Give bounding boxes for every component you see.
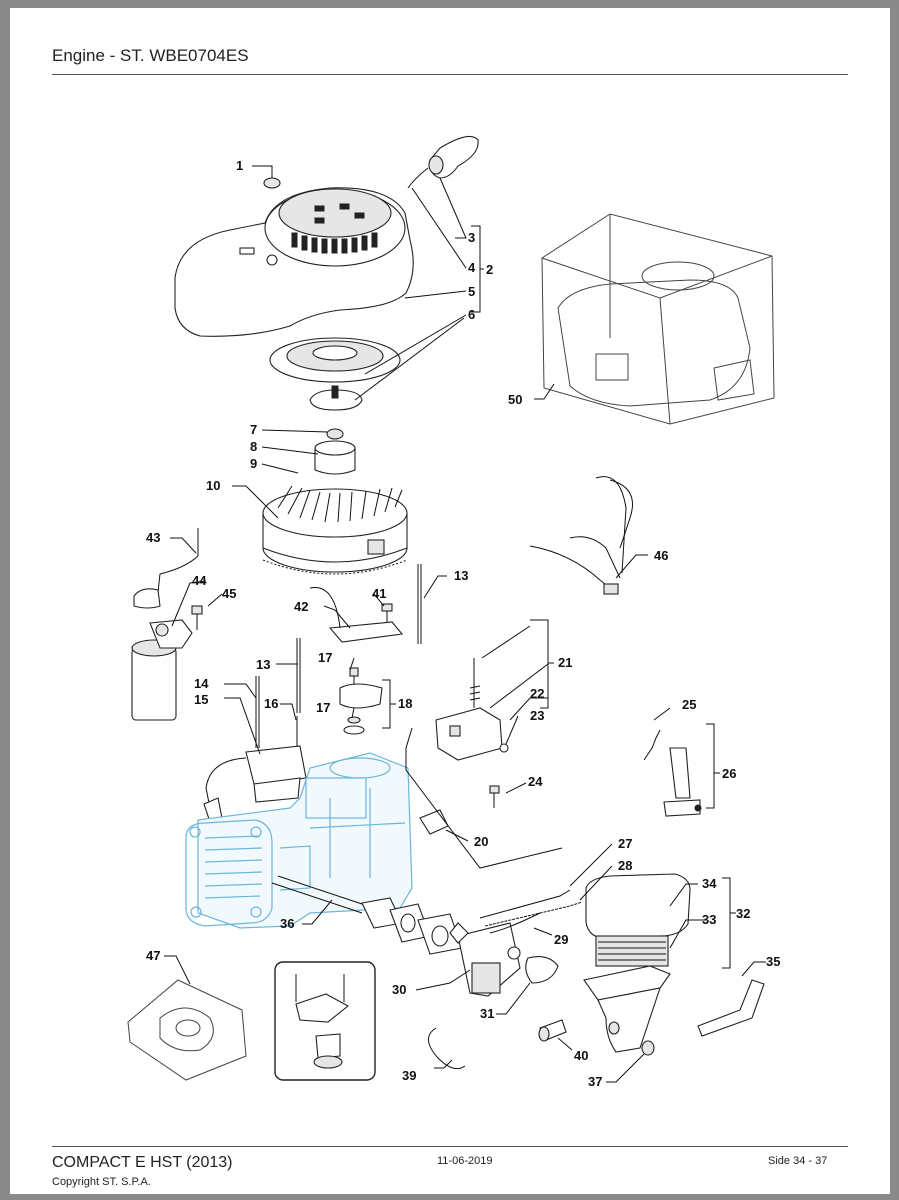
callout-13a: 13 xyxy=(454,568,468,583)
throttle-links xyxy=(479,889,583,934)
footer-divider xyxy=(52,1146,848,1147)
document-page: Engine - ST. WBE0704ES xyxy=(10,8,890,1194)
engine-block xyxy=(185,752,413,929)
footer-page-number: Side 34 - 37 xyxy=(768,1155,828,1167)
starter-handle xyxy=(407,135,479,189)
callout-39: 39 xyxy=(402,1068,416,1083)
callout-9: 9 xyxy=(250,456,257,471)
nut-37 xyxy=(641,1040,655,1056)
starter-motor xyxy=(131,619,193,721)
callout-4: 4 xyxy=(468,260,476,275)
callout-28: 28 xyxy=(618,858,632,873)
callout-2: 2 xyxy=(486,262,493,277)
callout-17b: 17 xyxy=(316,700,330,715)
callout-17a: 17 xyxy=(318,650,332,665)
callout-20: 20 xyxy=(474,834,488,849)
fuel-fitting xyxy=(538,1019,567,1042)
bracket-20 xyxy=(419,809,449,835)
callout-47: 47 xyxy=(146,948,160,963)
carb-gasket xyxy=(525,956,559,984)
starter-cup xyxy=(314,428,356,475)
callout-41: 41 xyxy=(372,586,386,601)
header-divider xyxy=(52,74,848,75)
callout-13b: 13 xyxy=(256,657,270,672)
recoil-starter-cover xyxy=(174,177,414,337)
breather-hose xyxy=(697,979,765,1037)
callout-21: 21 xyxy=(558,655,572,670)
exploded-parts-diagram: 1 2 3 4 5 6 7 8 9 10 13 13 14 15 16 17 1… xyxy=(127,135,780,1089)
callout-37: 37 xyxy=(588,1074,602,1089)
callout-7: 7 xyxy=(250,422,257,437)
gaskets xyxy=(361,897,463,955)
callout-5: 5 xyxy=(468,284,475,299)
bolt-24 xyxy=(489,785,500,808)
callout-25: 25 xyxy=(682,697,696,712)
spring-25 xyxy=(643,729,661,761)
leader-lines xyxy=(164,165,766,1083)
callout-36: 36 xyxy=(280,916,294,931)
throttle-lever xyxy=(663,747,702,817)
page-title: Engine - ST. WBE0704ES xyxy=(52,46,249,65)
callout-1: 1 xyxy=(236,158,243,173)
callout-14: 14 xyxy=(194,676,209,691)
callout-32: 32 xyxy=(736,906,750,921)
detail-inset xyxy=(274,961,376,1081)
callout-6: 6 xyxy=(468,307,475,322)
callout-31: 31 xyxy=(480,1006,494,1021)
callout-18: 18 xyxy=(398,696,412,711)
footer-date: 11-06-2019 xyxy=(437,1155,493,1167)
bolt-45 xyxy=(191,605,203,630)
spark-plug-cap xyxy=(133,528,199,609)
flywheel xyxy=(262,485,408,575)
nut-1 xyxy=(263,177,281,189)
gasket-kit-bag xyxy=(127,979,247,1081)
callout-45: 45 xyxy=(222,586,236,601)
callout-27: 27 xyxy=(618,836,632,851)
wiring-harness xyxy=(529,476,633,595)
control-bracket xyxy=(435,658,509,761)
long-bolts xyxy=(271,875,369,914)
callout-10: 10 xyxy=(206,478,220,493)
callout-35: 35 xyxy=(766,954,780,969)
bracket-42 xyxy=(309,587,404,643)
callout-33: 33 xyxy=(702,912,716,927)
carburetor xyxy=(449,922,521,997)
bolt-41 xyxy=(381,603,393,622)
fuel-line xyxy=(428,1027,466,1070)
footer-copyright: Copyright ST. S.P.A. xyxy=(52,1176,151,1188)
governor-parts xyxy=(339,667,383,735)
footer-model: COMPACT E HST (2013) xyxy=(52,1154,233,1171)
callout-46: 46 xyxy=(654,548,668,563)
callout-40: 40 xyxy=(574,1048,588,1063)
callout-23: 23 xyxy=(530,708,544,723)
engine-assembly-box xyxy=(541,213,775,425)
callout-29: 29 xyxy=(554,932,568,947)
callout-44: 44 xyxy=(192,573,207,588)
ignition-coil xyxy=(203,745,307,823)
callout-34: 34 xyxy=(702,876,717,891)
callout-8: 8 xyxy=(250,439,257,454)
starter-pulley xyxy=(269,337,401,411)
air-filter-assembly xyxy=(583,873,691,1053)
callout-22: 22 xyxy=(530,686,544,701)
callout-42: 42 xyxy=(294,599,308,614)
callout-15: 15 xyxy=(194,692,208,707)
callout-30: 30 xyxy=(392,982,406,997)
callout-50: 50 xyxy=(508,392,522,407)
callout-43: 43 xyxy=(146,530,160,545)
callout-numbers: 1 2 3 4 5 6 7 8 9 10 13 13 14 15 16 17 1… xyxy=(146,158,780,1089)
callout-16: 16 xyxy=(264,696,278,711)
callout-26: 26 xyxy=(722,766,736,781)
callout-3: 3 xyxy=(468,230,475,245)
callout-24: 24 xyxy=(528,774,543,789)
